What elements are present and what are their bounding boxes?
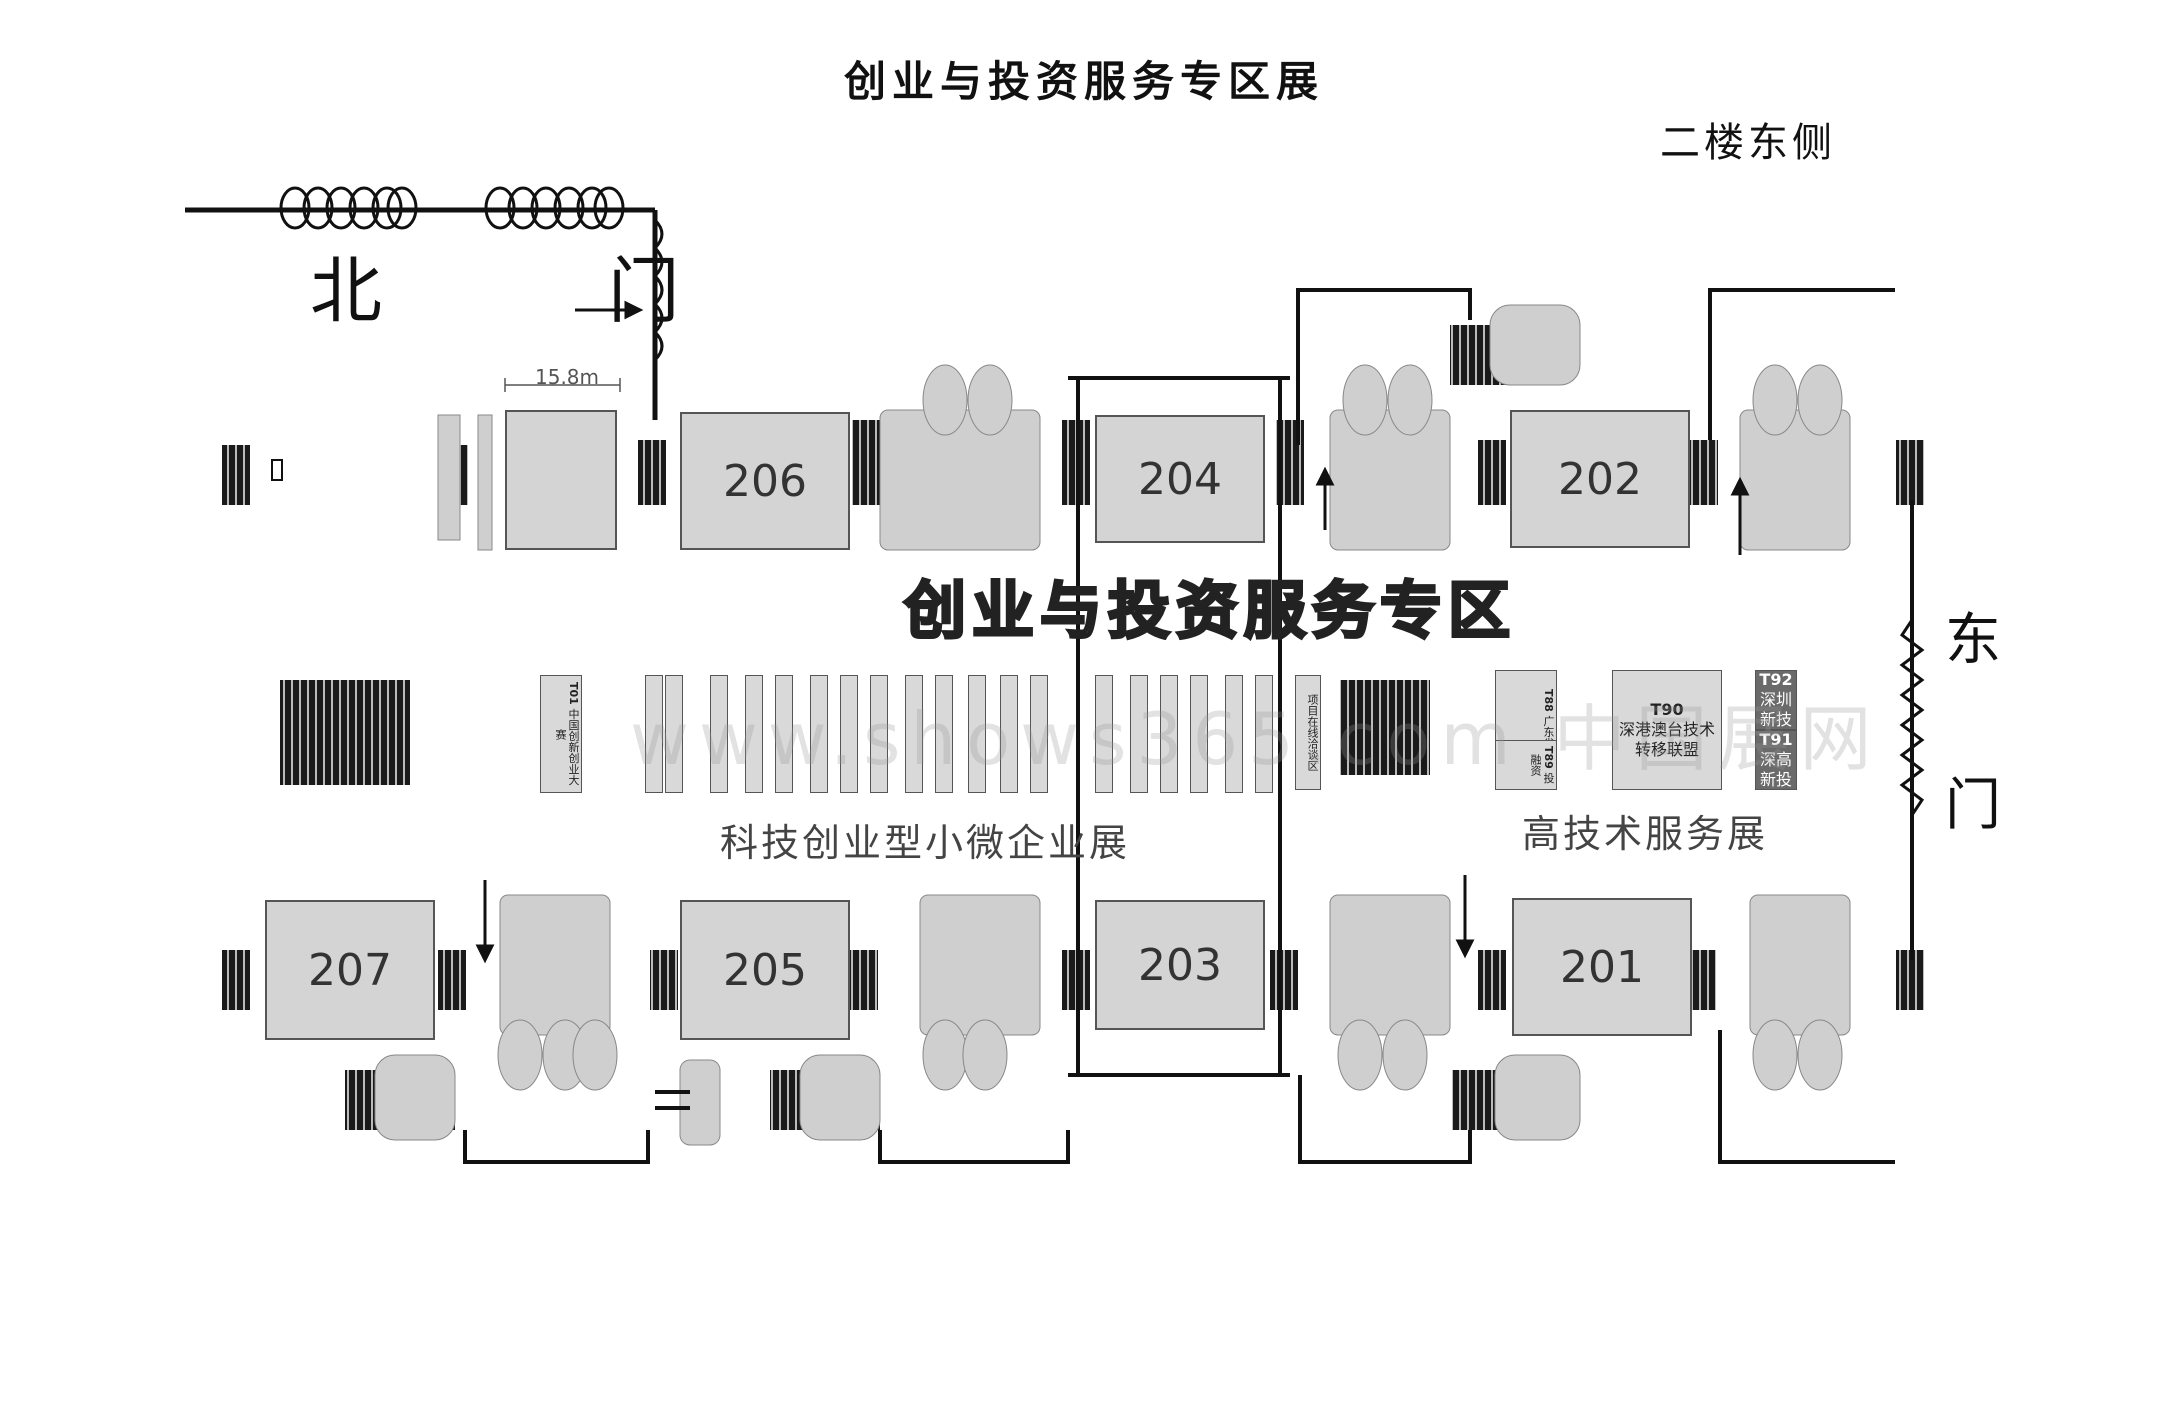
area-label-high-tech-service: 高技术服务展 [1522, 812, 1769, 856]
booth-t89-name: 投融资 [1529, 754, 1555, 784]
corridor-walls [463, 288, 1914, 1164]
area-label-small-enterprise: 科技创业型小微企业展 [720, 821, 1131, 865]
hall-207-label: 207 [308, 944, 392, 996]
booth-strip[interactable] [745, 675, 763, 793]
hall-204-label: 204 [1138, 453, 1222, 505]
east-gate-label-bottom: 门 [1945, 773, 2001, 838]
booth-strip[interactable] [1225, 675, 1243, 793]
hall-207[interactable]: 207 [265, 900, 435, 1040]
booth-t92-code: T92 [1759, 670, 1793, 689]
hall-205[interactable]: 205 [680, 900, 850, 1040]
booth-t92-name: 深圳新技 [1759, 690, 1792, 729]
booth-strip[interactable] [935, 675, 953, 793]
north-gate-label: 北 门 [310, 249, 740, 333]
north-gate-arrow [575, 300, 644, 320]
booth-strip[interactable] [1130, 675, 1148, 793]
booth-t91-name: 深高新投 [1759, 750, 1792, 789]
booth-investment[interactable]: 项目在线洽谈区 [1295, 675, 1321, 790]
booth-t01[interactable]: T01 中国创新创业大赛 [540, 675, 582, 793]
booth-t90-name: 深港澳台技术转移联盟 [1618, 720, 1715, 759]
hall-202[interactable]: 202 [1510, 410, 1690, 548]
booth-strip[interactable] [1160, 675, 1178, 793]
booth-t91-code: T91 [1759, 730, 1793, 749]
booth-strip[interactable] [710, 675, 728, 793]
booth-t88-code: T88 [1542, 689, 1555, 713]
booth-strip[interactable] [870, 675, 888, 793]
hall-206-label: 206 [723, 455, 807, 507]
booth-t90-code: T90 [1650, 700, 1684, 719]
booth-strip[interactable] [775, 675, 793, 793]
booth-t89-code: T89 [1542, 746, 1555, 770]
east-gate-zigzag [1899, 619, 1925, 816]
page-title: 创业与投资服务专区展 [843, 57, 1324, 106]
east-gate-label-top: 东 [1945, 608, 2001, 673]
booth-strip[interactable] [1095, 675, 1113, 793]
direction-arrows [475, 466, 1750, 964]
booth-strip[interactable] [1190, 675, 1208, 793]
booth-strip[interactable] [1030, 675, 1048, 793]
hall-203[interactable]: 203 [1095, 900, 1265, 1030]
hall-205-label: 205 [723, 944, 807, 996]
floor-label: 二楼东侧 [1660, 120, 1836, 166]
booth-t01-name: 中国创新创业大赛 [554, 708, 580, 786]
booth-t01-code: T01 [567, 682, 580, 706]
booth-t91[interactable]: T91 深高新投 [1755, 730, 1797, 790]
booth-t92[interactable]: T92 深圳新技 [1755, 670, 1797, 730]
booth-t89[interactable]: T89 投融资 [1495, 740, 1557, 790]
hall-204[interactable]: 204 [1095, 415, 1265, 543]
lounge-blocks [374, 304, 1851, 1146]
north-wall-coils [279, 186, 664, 362]
booth-strip[interactable] [968, 675, 986, 793]
booth-strip[interactable] [840, 675, 858, 793]
hall-206[interactable]: 206 [680, 412, 850, 550]
booth-strip[interactable] [665, 675, 683, 793]
booth-strip[interactable] [1255, 675, 1273, 793]
hall-pre[interactable] [505, 410, 617, 550]
hall-201[interactable]: 201 [1512, 898, 1692, 1036]
dimension-label: 15.8m [535, 365, 600, 389]
booth-strip[interactable] [905, 675, 923, 793]
hall-202-label: 202 [1558, 453, 1642, 505]
booth-t90[interactable]: T90 深港澳台技术转移联盟 [1612, 670, 1722, 790]
dimension-marker [504, 378, 621, 392]
hall-203-label: 203 [1138, 939, 1222, 991]
booth-strip[interactable] [810, 675, 828, 793]
hall-201-label: 201 [1560, 941, 1644, 993]
zone-banner: 创业与投资服务专区 [902, 573, 1516, 649]
booth-strip[interactable] [1000, 675, 1018, 793]
booth-investment-name: 项目在线洽谈区 [1306, 694, 1319, 771]
booth-strip[interactable] [645, 675, 663, 793]
